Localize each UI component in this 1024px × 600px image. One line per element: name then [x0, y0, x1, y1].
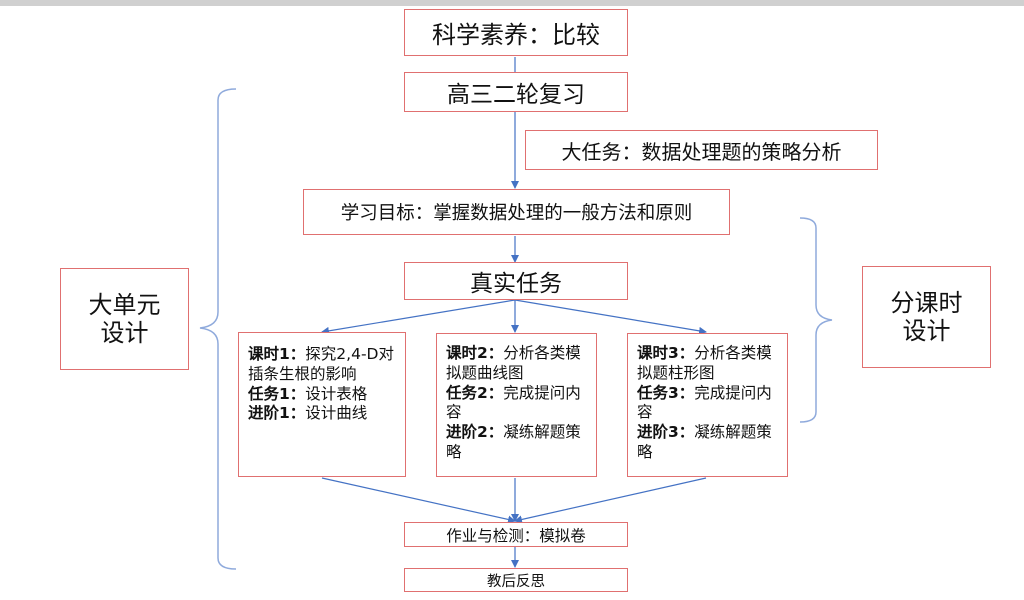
- goal-text: 学习目标：掌握数据处理的一般方法和原则: [340, 203, 693, 224]
- lesson-1-text-2: 设计表格: [305, 384, 368, 403]
- arrow-realtask-lesson1: [321, 299, 516, 335]
- left-brace: [199, 88, 237, 570]
- reflection-text: 教后反思: [487, 573, 545, 590]
- right-brace: [799, 217, 833, 423]
- real-task-box: 真实任务: [404, 262, 628, 300]
- lesson-3-head-2: 任务3：: [637, 383, 695, 402]
- lesson-2-head-3: 进阶2：: [446, 423, 504, 442]
- title-box: 科学素养：比较: [404, 9, 628, 56]
- lesson-1-head-1: 课时1：: [248, 345, 306, 363]
- lesson-2-text-1: 分析各类模拟题曲线图: [446, 344, 581, 382]
- review-box: 高三二轮复习: [404, 72, 628, 112]
- lesson-1-line-2: 任务1：设计表格: [248, 385, 397, 405]
- lesson-3-line-1: 课时3：分析各类模拟题柱形图: [637, 344, 779, 384]
- homework-box: 作业与检测：模拟卷: [404, 522, 628, 547]
- big-task-text: 大任务：数据处理题的策略分析: [561, 139, 842, 164]
- lesson-1-line-1: 课时1：探究2,4-D对插条生根的影响: [248, 345, 397, 385]
- lesson-2-head-2: 任务2：: [446, 383, 504, 402]
- lesson-3-text-3: 凝练解题策略: [637, 423, 772, 462]
- lesson-2-head-1: 课时2：: [446, 344, 504, 362]
- lesson-2-line-1: 课时2：分析各类模拟题曲线图: [446, 344, 588, 384]
- lesson-1-head-2: 任务1：: [248, 384, 306, 403]
- lesson-2-line-2: 任务2：完成提问内容: [446, 384, 588, 424]
- right-label-line-1: 分课时: [890, 288, 963, 317]
- lesson-3-line-2: 任务3：完成提问内容: [637, 384, 779, 424]
- real-task-text: 真实任务: [470, 271, 562, 297]
- lesson-2-line-3: 进阶2：凝练解题策略: [446, 423, 588, 463]
- right-label-box: 分课时 设计: [862, 266, 991, 368]
- arrow-lesson3-homework: [514, 477, 707, 524]
- lesson-3-head-3: 进阶3：: [637, 423, 695, 442]
- lesson-2-text-3: 凝练解题策略: [446, 423, 581, 462]
- lesson-1-box: 课时1：探究2,4-D对插条生根的影响 任务1：设计表格 进阶1：设计曲线: [238, 332, 406, 477]
- right-label-line-2: 设计: [902, 317, 951, 345]
- lesson-2-box: 课时2：分析各类模拟题曲线图 任务2：完成提问内容 进阶2：凝练解题策略: [436, 333, 597, 477]
- lesson-3-box: 课时3：分析各类模拟题柱形图 任务3：完成提问内容 进阶3：凝练解题策略: [627, 333, 788, 477]
- arrow-lesson1-homework: [321, 477, 516, 524]
- arrow-realtask-lesson3: [514, 299, 707, 335]
- goal-box: 学习目标：掌握数据处理的一般方法和原则: [303, 189, 730, 235]
- left-label-line-2: 设计: [100, 319, 149, 347]
- lesson-1-text-1: 探究2,4-D对插条生根的影响: [248, 345, 394, 383]
- lesson-3-head-1: 课时3：: [637, 344, 695, 362]
- reflection-box: 教后反思: [404, 568, 628, 592]
- lesson-3-line-3: 进阶3：凝练解题策略: [637, 423, 779, 463]
- lesson-1-head-3: 进阶1：: [248, 404, 306, 423]
- lesson-1-text-3: 设计曲线: [305, 404, 368, 423]
- review-text: 高三二轮复习: [447, 82, 585, 108]
- lesson-2-text-2: 完成提问内容: [446, 383, 581, 422]
- left-label-line-1: 大单元: [88, 290, 161, 319]
- top-gray-line: [0, 0, 1024, 6]
- homework-text: 作业与检测：模拟卷: [446, 526, 586, 545]
- big-task-box: 大任务：数据处理题的策略分析: [525, 130, 878, 170]
- lesson-1-line-3: 进阶1：设计曲线: [248, 404, 397, 424]
- lesson-3-text-1: 分析各类模拟题柱形图: [637, 344, 772, 382]
- left-label-box: 大单元 设计: [60, 268, 189, 370]
- title-text: 科学素养：比较: [432, 21, 600, 49]
- lesson-3-text-2: 完成提问内容: [637, 383, 772, 422]
